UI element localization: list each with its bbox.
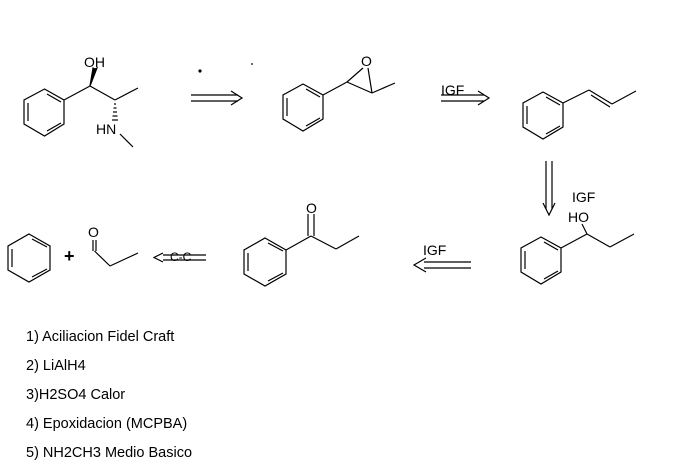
- aldehyde-oxygen-label: O: [88, 224, 99, 240]
- arrow-label: IGF: [441, 82, 464, 98]
- ketone-molecule: O: [243, 200, 360, 287]
- hydroxyl-label: HO: [568, 209, 589, 225]
- benzene-ring: [243, 237, 287, 287]
- arrow-label: IGF: [423, 242, 446, 258]
- step-item: 1) Aciliacion Fidel Craft: [26, 329, 175, 345]
- step-item: 3)H2SO4 Calor: [26, 387, 126, 403]
- step-item: 2) LiAlH4: [26, 358, 86, 374]
- carbonyl-oxygen-label: O: [306, 200, 317, 216]
- reagent-dot: [251, 63, 253, 65]
- benzene-ring: [282, 83, 324, 132]
- benzene-ring: [522, 91, 564, 140]
- epoxide-molecule: O: [282, 53, 396, 132]
- epoxide-oxygen-label: O: [361, 53, 372, 69]
- benzene-molecule: [7, 233, 51, 283]
- retro-arrow: [441, 90, 491, 106]
- hashed-wedge-bond: [112, 103, 118, 121]
- retrosynthesis-scheme: OH HN O IGF: [7, 53, 637, 287]
- synthesis-steps-list: 1) Aciliacion Fidel Craft 2) LiAlH4 3)H2…: [26, 326, 192, 471]
- step-item: 5) NH2CH3 Medio Basico: [26, 445, 193, 461]
- plus-sign: +: [64, 246, 75, 266]
- alcohol-molecule: HO: [520, 209, 635, 285]
- propanal-molecule: O: [88, 224, 139, 267]
- retro-arrow: [412, 257, 471, 273]
- arrow-label: C-C: [170, 250, 192, 264]
- benzene-ring: [7, 233, 51, 283]
- amine-label: HN: [96, 121, 116, 137]
- hydroxyl-label: OH: [84, 54, 105, 70]
- retro-arrow: [191, 90, 244, 106]
- arrow-label: IGF: [572, 189, 595, 205]
- benzene-ring: [23, 88, 65, 137]
- amino-alcohol-molecule: OH HN: [23, 54, 139, 148]
- step-item: 4) Epoxidacion (MCPBA): [26, 416, 188, 432]
- reagent-dot: [198, 69, 202, 73]
- retro-arrow: [542, 161, 556, 217]
- retro-arrow: [152, 252, 206, 263]
- alkene-molecule: [522, 89, 637, 140]
- benzene-ring: [520, 236, 562, 285]
